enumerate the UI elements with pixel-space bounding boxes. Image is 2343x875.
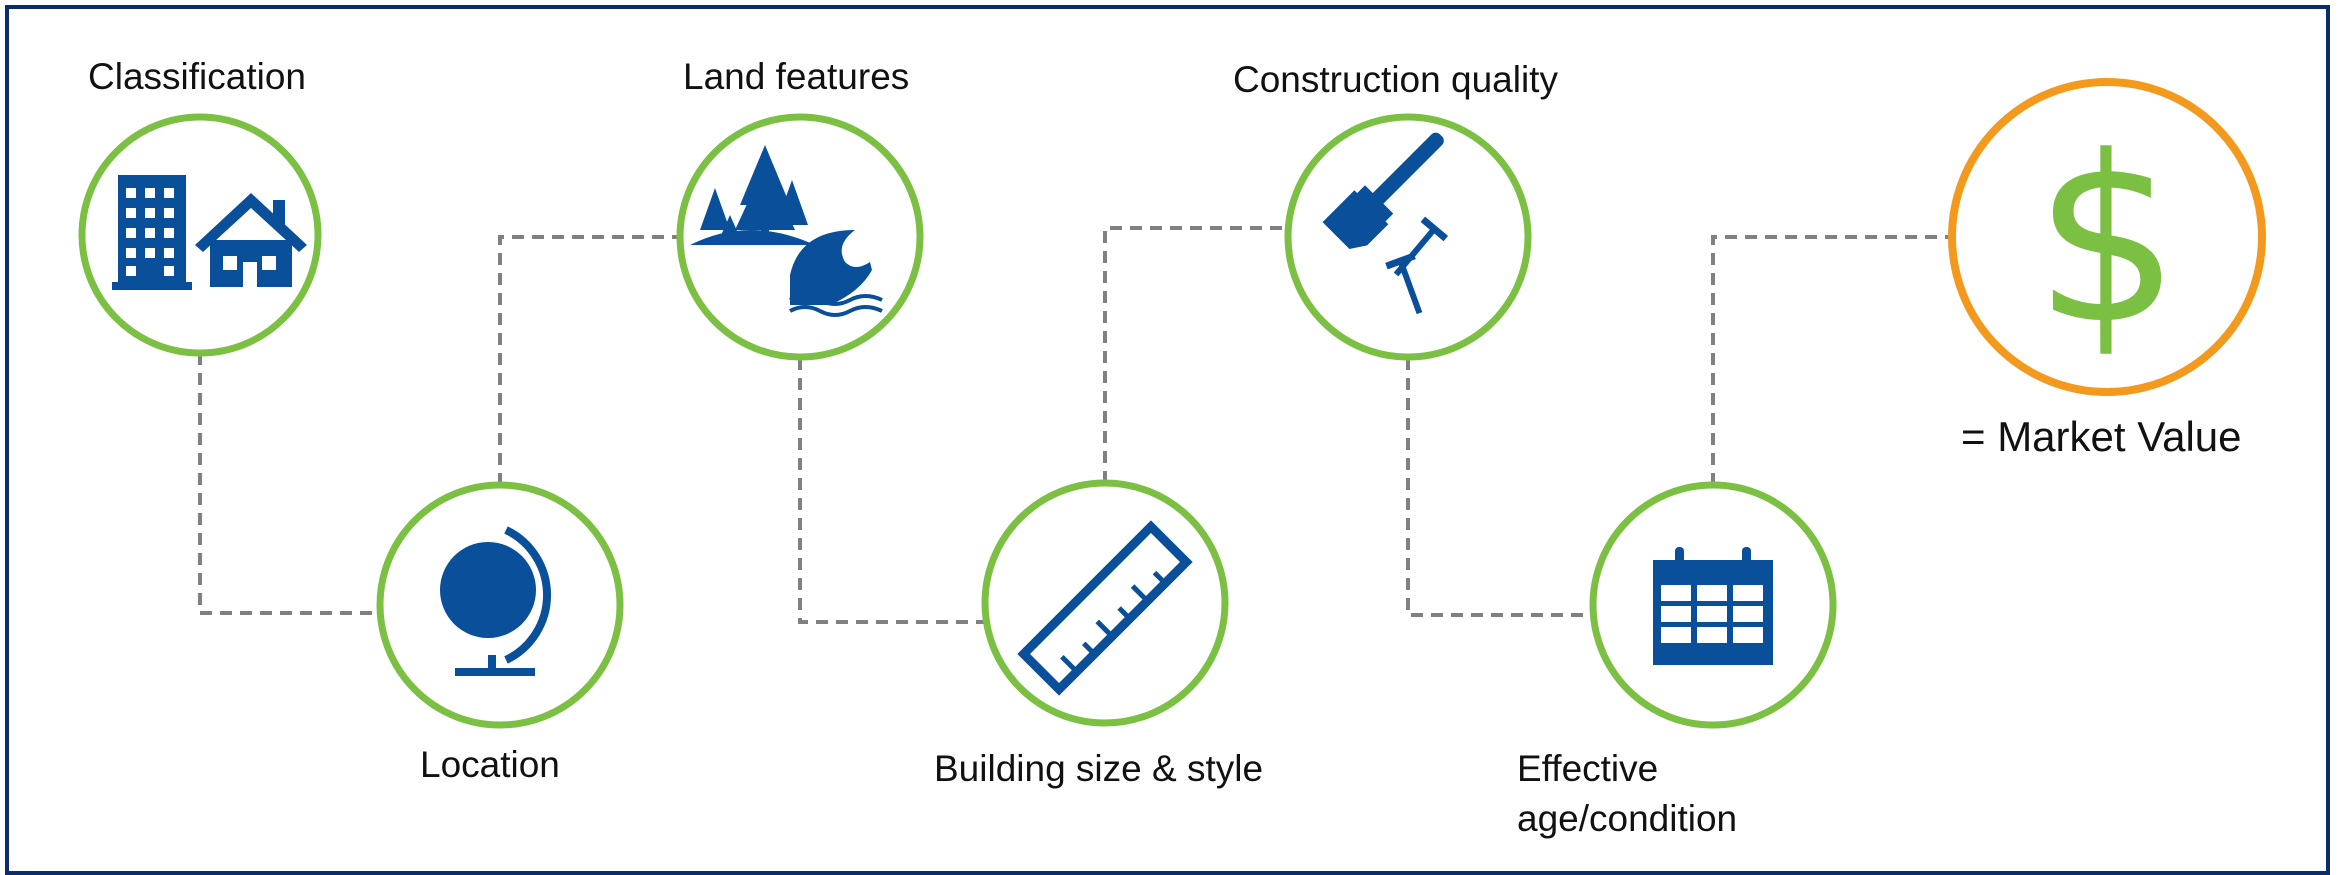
buildings-icon [112,175,307,290]
connector-effective-value [1711,235,1950,485]
connector-building-construction [1103,226,1285,483]
dollar-icon: $ [2034,108,2180,375]
land-features-label: Land features [683,56,910,97]
market-value-circle [1948,78,2266,396]
svg-text:$: $ [2034,108,2180,375]
calendar-icon [1653,547,1773,665]
effective-label-line2: age/condition [1517,798,1738,839]
land-features-icon [690,145,883,317]
ruler-icon [1017,520,1193,696]
connector-construction-effective [1406,358,1590,617]
connector-location-land [498,235,678,485]
building-size-label: Building size & style [934,748,1264,789]
location-label: Location [420,744,560,785]
connector-land-building [798,358,985,624]
effective-label-line1: Effective [1517,748,1659,789]
globe-icon [440,526,551,676]
classification-label: Classification [88,56,306,97]
construction-quality-label: Construction quality [1233,59,1558,100]
market-value-label: = Market Value [1961,413,2242,460]
construction-quality-circle [1284,113,1532,361]
connector-classification-location [198,353,378,615]
hammer-nails-icon [1322,132,1449,315]
